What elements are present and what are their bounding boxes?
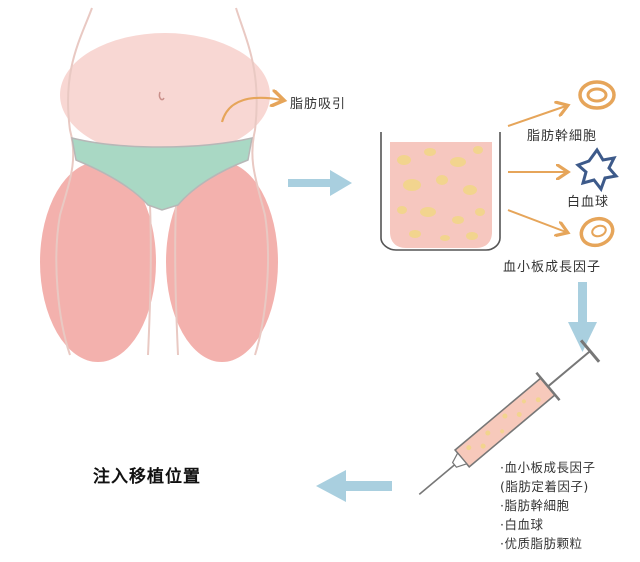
arrow-to-beaker (288, 170, 352, 196)
navel (158, 91, 165, 101)
fat-suction-label: 脂肪吸引 (290, 97, 347, 112)
stem-cell-icon (578, 80, 616, 110)
arrow-left (316, 470, 392, 502)
right-thigh-glow (166, 162, 278, 362)
underwear (71, 136, 253, 211)
syringe-contents-list: ·血小板成長因子 (脂肪定着因子) ·脂肪幹細胞 ·白血球 ·优质脂肪颗粒 (500, 458, 595, 553)
syringe (418, 339, 601, 496)
injection-label: 注入移植位置 (93, 467, 201, 487)
body-illustration (40, 7, 278, 362)
arrow-down (568, 282, 597, 352)
arrow-to-stem-cells (507, 106, 566, 127)
left-thigh-glow (40, 162, 156, 362)
fat-blobs (397, 146, 485, 241)
abdomen-glow (60, 33, 270, 157)
arrow-to-platelet-factor (507, 209, 566, 232)
platelet-factor-label: 血小板成長因子 (503, 260, 602, 275)
list-item: ·脂肪幹細胞 (500, 498, 570, 513)
list-item: ·血小板成長因子 (500, 460, 596, 475)
list-item: ·白血球 (500, 517, 544, 532)
platelet-factor-icon (579, 216, 615, 248)
fat-suction-arrow (220, 98, 282, 123)
white-blood-cells-label: 白血球 (567, 195, 610, 210)
body-outline (55, 7, 93, 356)
list-item: (脂肪定着因子) (500, 479, 589, 494)
stem-cells-label: 脂肪幹細胞 (527, 129, 598, 144)
beaker (380, 132, 501, 251)
white-blood-cell-icon (575, 147, 619, 193)
list-item: ·优质脂肪颗粒 (500, 536, 583, 551)
